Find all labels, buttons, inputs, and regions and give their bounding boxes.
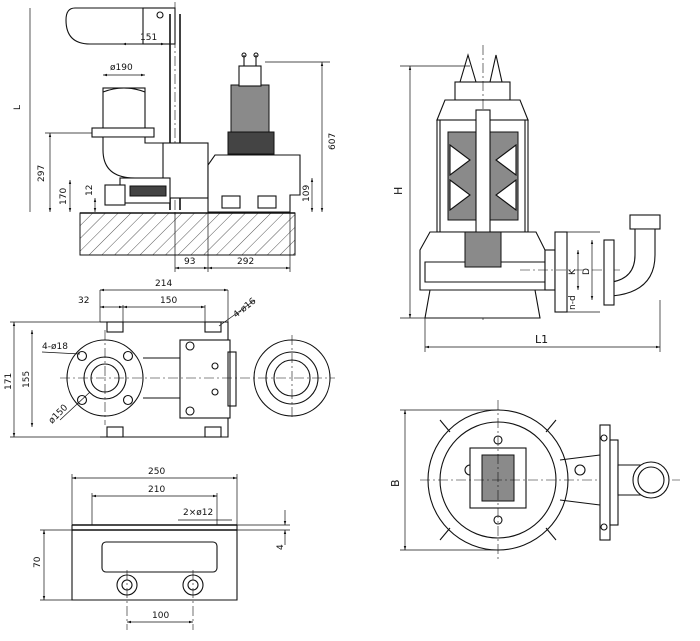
dim-607: 607 bbox=[328, 133, 338, 150]
riser-pipe bbox=[102, 87, 146, 133]
base-plate-view: 250 210 2×ø12 70 4 100 bbox=[33, 467, 290, 630]
dim-K: K bbox=[568, 268, 578, 275]
dim-4x18: 4-ø18 bbox=[42, 342, 68, 352]
dim-70: 70 bbox=[33, 556, 43, 568]
dim-292: 292 bbox=[237, 257, 254, 267]
side-view: L 151 ø190 607 297 170 12 109 93 292 bbox=[13, 2, 338, 272]
dim-12: 12 bbox=[85, 185, 95, 196]
dim-214: 214 bbox=[155, 279, 172, 289]
dim-250: 250 bbox=[148, 467, 165, 477]
dim-150: 150 bbox=[160, 296, 177, 306]
dim-phi150: ø150 bbox=[47, 403, 70, 426]
dim-nd: n-d bbox=[568, 295, 578, 310]
dim-297: 297 bbox=[37, 165, 47, 182]
coupling-block bbox=[179, 339, 231, 419]
dim-L1: L1 bbox=[535, 333, 548, 346]
pump-section-view: H L1 K D n-d bbox=[392, 45, 661, 352]
pump-motor bbox=[230, 84, 270, 136]
dim-93: 93 bbox=[184, 257, 195, 267]
dim-171: 171 bbox=[4, 373, 14, 390]
floor-hatch bbox=[79, 212, 296, 256]
top-view: 214 32 150 4-ø16 4-ø18 171 155 ø150 bbox=[4, 279, 335, 438]
dim-210: 210 bbox=[148, 485, 165, 495]
base-slot bbox=[101, 541, 218, 573]
dim-D: D bbox=[582, 268, 592, 275]
dim-155: 155 bbox=[22, 371, 32, 388]
dim-151: 151 bbox=[140, 33, 157, 43]
dim-32: 32 bbox=[78, 296, 89, 306]
dim-2x12: 2×ø12 bbox=[183, 508, 213, 518]
dim-B: B bbox=[389, 479, 402, 487]
dim-phi190: ø190 bbox=[110, 63, 133, 73]
dim-H: H bbox=[392, 187, 405, 195]
dim-4: 4 bbox=[276, 544, 286, 550]
dim-4x16: 4-ø16 bbox=[232, 296, 259, 320]
dim-100: 100 bbox=[152, 611, 169, 621]
discharge-bend bbox=[65, 7, 151, 45]
dim-L: L bbox=[13, 105, 23, 110]
outlet-flange-plate bbox=[599, 424, 611, 541]
pump-top-view: B bbox=[389, 400, 680, 560]
pump-volute bbox=[207, 154, 301, 213]
outlet-elbow bbox=[611, 228, 656, 297]
dim-109: 109 bbox=[302, 185, 312, 202]
dim-170: 170 bbox=[59, 188, 69, 205]
